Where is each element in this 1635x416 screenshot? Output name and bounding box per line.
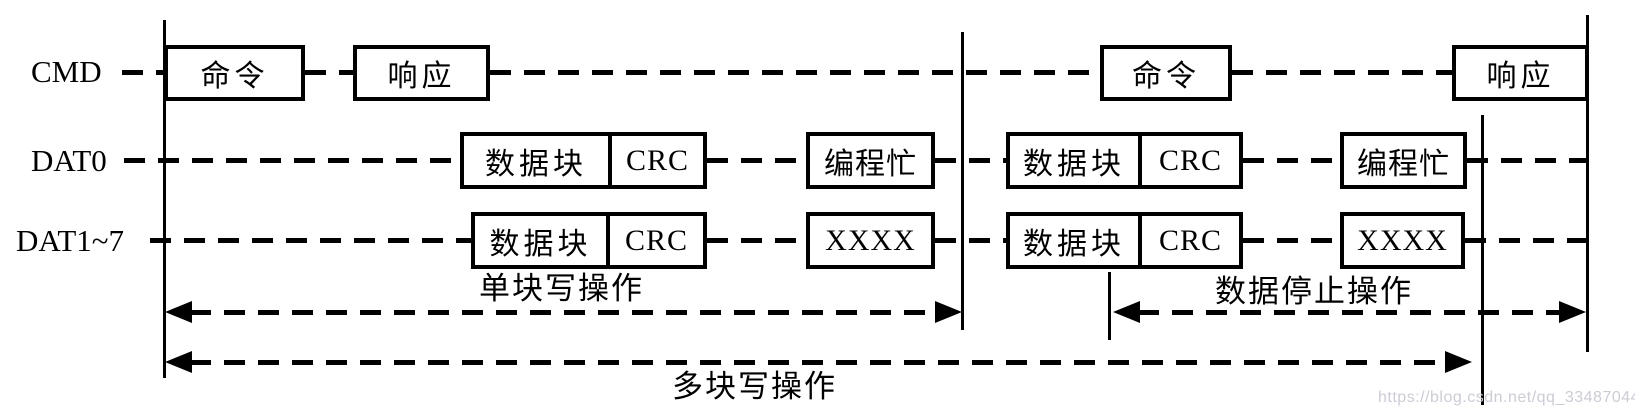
dat0-bus-dash-4 [1243,158,1340,163]
multi-block-arrowhead-right [1445,351,1472,373]
dat0-bus-dash-1 [124,158,460,163]
cmd-bus-dash-3 [490,70,1100,75]
dat1-7-bus-dash-4 [1243,238,1340,243]
box-dat0-datablock-1: 数据块 [460,132,612,189]
box-dat0-busy-1: 编程忙 [806,132,935,189]
single-block-arrowhead-right [935,301,962,323]
box-dat1-7-datablock-1: 数据块 [471,212,610,269]
box-dat0-busy-2: 编程忙 [1340,132,1467,189]
box-dat1-7-crc-1: CRC [606,212,707,269]
box-dat0-datablock-2: 数据块 [1006,132,1142,189]
single-block-write-label: 单块写操作 [479,271,644,306]
dat0-bus-dash-2 [707,158,806,163]
multi-block-arrowhead-left [165,351,192,373]
box-dat1-7-xxxx-1: XXXX [806,212,935,269]
data-stop-start-tick [1108,272,1111,340]
dat1-7-bus-dash-3 [935,238,1006,243]
dat1-7-bus-dash-5 [1465,238,1586,243]
cmd-bus-dash-4 [1232,70,1452,75]
boundary-line-mid [961,32,964,330]
box-dat1-7-crc-2: CRC [1138,212,1243,269]
signal-label-dat1-7: DAT1~7 [16,223,125,258]
signal-label-cmd: CMD [31,54,102,89]
dat1-7-bus-dash-2 [707,238,806,243]
boundary-line-stop [1481,115,1484,405]
dat1-7-bus-dash-1 [150,238,471,243]
data-stop-label: 数据停止操作 [1215,274,1413,309]
signal-label-dat0: DAT0 [31,143,107,178]
data-stop-arrowhead-left [1113,301,1140,323]
single-block-arrow-line [190,310,938,315]
boundary-line-start [163,20,166,378]
data-stop-arrow-line [1138,310,1562,315]
boundary-line-end [1586,15,1589,352]
box-dat0-crc-2: CRC [1138,132,1243,189]
cmd-bus-dash-2 [305,70,353,75]
box-dat1-7-xxxx-2: XXXX [1340,212,1465,269]
dat0-bus-dash-3 [935,158,1006,163]
box-dat1-7-datablock-2: 数据块 [1006,212,1142,269]
multi-block-write-label: 多块写操作 [672,369,837,404]
data-stop-arrowhead-right [1559,301,1586,323]
multi-block-arrow-line [190,360,1448,365]
box-cmd-response-1: 响应 [353,45,490,101]
box-cmd-command-2: 命令 [1100,45,1232,101]
box-dat0-crc-1: CRC [608,132,707,189]
box-cmd-response-2: 响应 [1452,45,1589,101]
box-cmd-command-1: 命令 [164,45,305,101]
dat0-bus-dash-5 [1467,158,1586,163]
single-block-arrowhead-left [165,301,192,323]
watermark-text: https://blog.csdn.net/qq_33487044 [1378,389,1635,406]
cmd-bus-dash-1 [122,70,164,75]
